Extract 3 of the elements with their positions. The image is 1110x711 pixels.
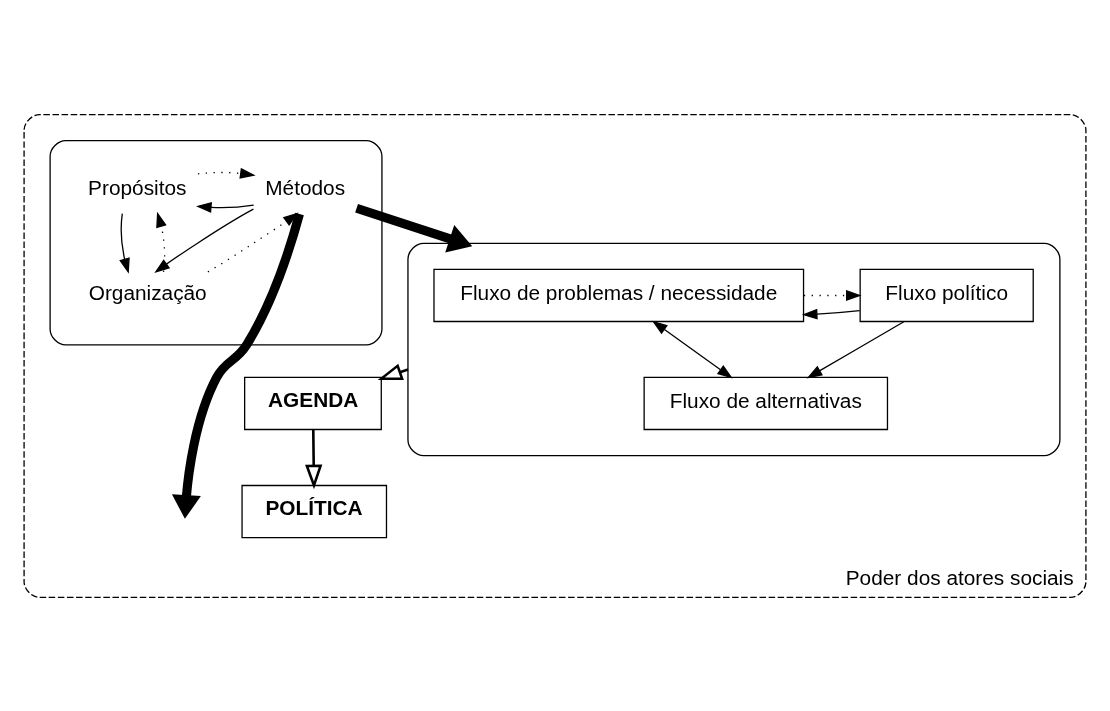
node-text: Propósitos [88,175,187,199]
node-text: Organização [88,280,207,304]
node-text: Métodos [265,175,346,199]
